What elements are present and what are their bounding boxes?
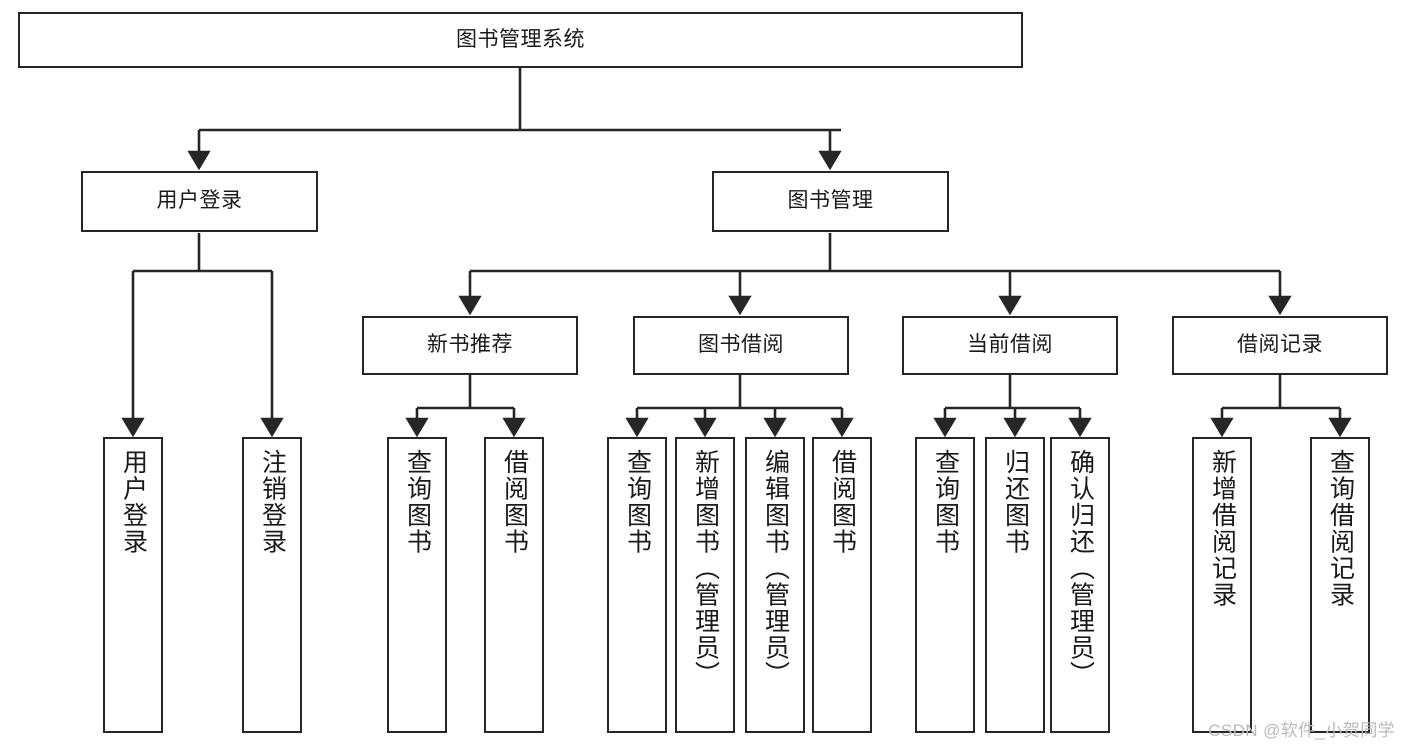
node-root-system[interactable]: 图书管理系统	[18, 12, 1023, 68]
node-label: 查询图书	[403, 449, 432, 555]
node-leaf-return-book[interactable]: 归还图书	[985, 437, 1045, 733]
node-current-borrow[interactable]: 当前借阅	[902, 316, 1118, 375]
node-new-book-recommend[interactable]: 新书推荐	[362, 316, 578, 375]
node-leaf-user-login[interactable]: 用户登录	[103, 437, 163, 733]
node-label: 新增图书（管理员）	[691, 449, 720, 688]
node-leaf-edit-book[interactable]: 编辑图书（管理员）	[745, 437, 805, 733]
node-label: 确认归还（管理员）	[1066, 449, 1095, 688]
node-leaf-query-record[interactable]: 查询借阅记录	[1310, 437, 1370, 733]
node-leaf-query-book-1[interactable]: 查询图书	[387, 437, 447, 733]
node-leaf-query-book-3[interactable]: 查询图书	[915, 437, 975, 733]
node-book-borrow[interactable]: 图书借阅	[633, 316, 849, 375]
node-leaf-borrow-book-1[interactable]: 借阅图书	[484, 437, 544, 733]
node-label: 查询图书	[623, 449, 652, 555]
node-label: 用户登录	[156, 189, 243, 213]
node-label: 图书管理	[787, 189, 874, 213]
node-label: 图书管理系统	[456, 27, 585, 51]
node-label: 新增借阅记录	[1208, 449, 1237, 608]
node-leaf-add-record[interactable]: 新增借阅记录	[1192, 437, 1252, 733]
node-label: 编辑图书（管理员）	[761, 449, 790, 688]
node-book-management[interactable]: 图书管理	[712, 171, 949, 232]
node-label: 归还图书	[1001, 449, 1030, 555]
node-label: 新书推荐	[427, 333, 513, 357]
node-label: 查询借阅记录	[1326, 449, 1355, 608]
node-borrow-record[interactable]: 借阅记录	[1172, 316, 1388, 375]
node-leaf-query-book-2[interactable]: 查询图书	[607, 437, 667, 733]
node-leaf-confirm-return[interactable]: 确认归还（管理员）	[1050, 437, 1110, 733]
node-label: 用户登录	[119, 449, 148, 555]
node-leaf-borrow-book-2[interactable]: 借阅图书	[812, 437, 872, 733]
node-user-login[interactable]: 用户登录	[81, 171, 318, 232]
node-label: 借阅图书	[500, 449, 529, 555]
csdn-watermark: CSDN @软件_小贺同学	[1208, 721, 1395, 740]
node-label: 借阅记录	[1237, 333, 1323, 357]
node-label: 当前借阅	[967, 333, 1053, 357]
node-label: 注销登录	[258, 449, 287, 555]
node-label: 查询图书	[931, 449, 960, 555]
node-leaf-add-book[interactable]: 新增图书（管理员）	[675, 437, 735, 733]
node-label: 借阅图书	[828, 449, 857, 555]
node-leaf-logout-login[interactable]: 注销登录	[242, 437, 302, 733]
node-label: 图书借阅	[698, 333, 784, 357]
